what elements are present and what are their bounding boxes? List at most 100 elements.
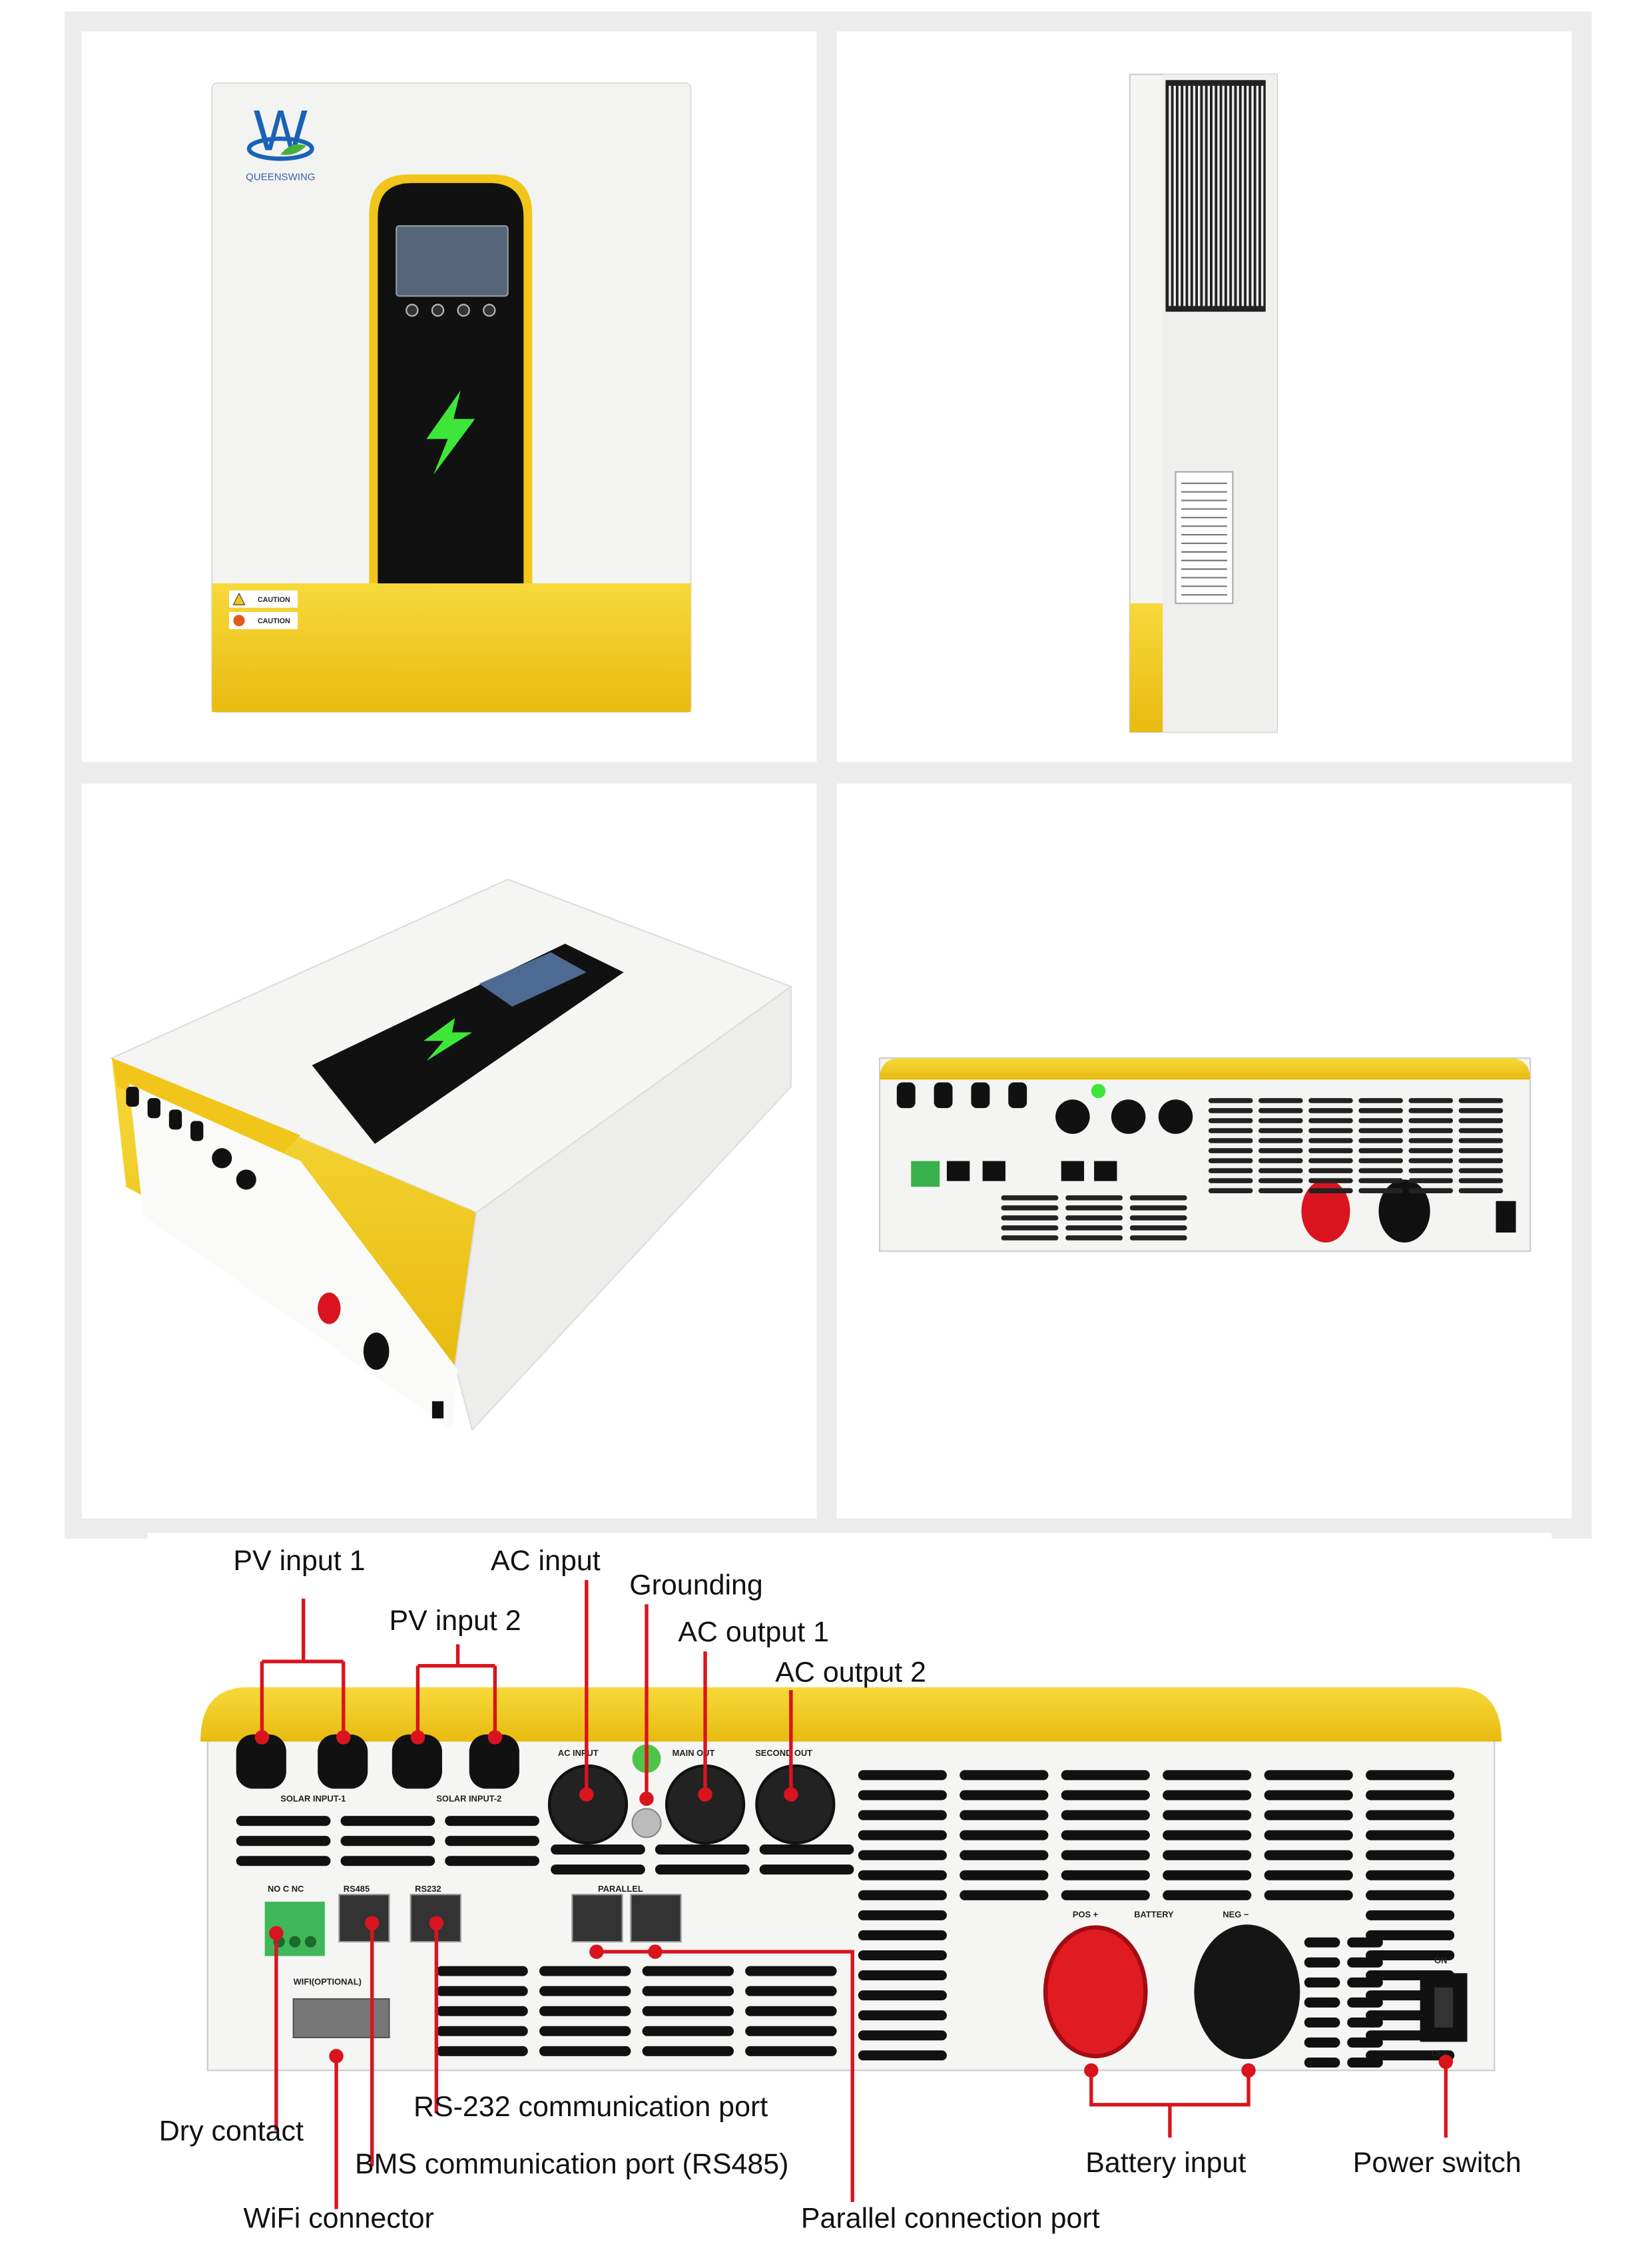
vent-slot xyxy=(1358,1098,1403,1103)
vent-slot xyxy=(340,1836,435,1846)
svg-text:RS232: RS232 xyxy=(415,1884,441,1894)
vent-slot xyxy=(1308,1148,1353,1153)
vent-slot xyxy=(1358,1108,1403,1113)
vent-slot xyxy=(1308,1158,1353,1163)
battery-negative-terminal xyxy=(1194,1924,1300,2060)
vent-slot xyxy=(858,1910,947,1920)
vent-slot xyxy=(1366,1770,1455,1781)
vent-slot xyxy=(551,1844,645,1855)
vent-slot xyxy=(858,1850,947,1860)
vent-slot xyxy=(1001,1195,1059,1201)
vent-slot xyxy=(858,1930,947,1940)
svg-text:NEG −: NEG − xyxy=(1223,1910,1248,1920)
vent-slot xyxy=(1061,1810,1150,1821)
vent-slot xyxy=(960,1770,1049,1781)
vent-slot xyxy=(1358,1188,1403,1193)
label-pv-input-2: PV input 2 xyxy=(389,1605,521,1637)
vent-slot xyxy=(858,2010,947,2021)
vent-slot xyxy=(1163,1770,1252,1781)
vent-slot xyxy=(642,2026,734,2036)
vent-slot xyxy=(858,1790,947,1801)
label-power-switch: Power switch xyxy=(1353,2147,1521,2179)
vent-slot xyxy=(1258,1128,1303,1133)
vent-slot xyxy=(1308,1188,1353,1193)
vent-slot xyxy=(1258,1118,1303,1123)
vent-slot xyxy=(445,1836,539,1846)
label-battery-input: Battery input xyxy=(1085,2147,1246,2179)
svg-text:CAUTION: CAUTION xyxy=(258,596,290,604)
label-grounding: Grounding xyxy=(629,1569,763,1601)
label-dry-contact: Dry contact xyxy=(159,2115,304,2147)
label-ac-output-1: AC output 1 xyxy=(678,1616,829,1648)
vent-slot xyxy=(1366,1830,1455,1840)
vent-slot xyxy=(1458,1168,1504,1173)
vent-slot xyxy=(1347,1957,1383,1968)
svg-text:POS +: POS + xyxy=(1073,1910,1098,1920)
parallel-port-1 xyxy=(571,1894,623,1943)
vent-slot xyxy=(1347,1937,1383,1948)
vent-slot xyxy=(1208,1138,1253,1143)
vent-slot xyxy=(642,1966,734,1976)
svg-text:W: W xyxy=(254,99,308,162)
vent-slot xyxy=(1208,1188,1253,1193)
iso-lightning-icon xyxy=(423,1017,473,1061)
vent-slot xyxy=(1208,1168,1253,1173)
vent-slot xyxy=(759,1864,854,1875)
vent-slot xyxy=(1065,1205,1123,1211)
vent-slot xyxy=(1061,1850,1150,1860)
vent-slot xyxy=(1366,1930,1455,1940)
vent-slot xyxy=(445,1856,539,1866)
vent-slot xyxy=(745,1966,837,1976)
vent-slot xyxy=(1163,1810,1252,1821)
vent-slot xyxy=(858,1830,947,1840)
vent-slot xyxy=(1163,1790,1252,1801)
vent-slot xyxy=(655,1864,750,1875)
vent-slot xyxy=(1408,1128,1454,1133)
svg-text:ON: ON xyxy=(1434,1955,1447,1965)
lightning-icon xyxy=(426,390,475,475)
vent-slot xyxy=(960,1850,1049,1860)
vent-slot xyxy=(1208,1158,1253,1163)
vent-slot xyxy=(858,2050,947,2061)
vent-slot xyxy=(1264,1790,1353,1801)
vent-slot xyxy=(1163,1850,1252,1860)
vent-slot xyxy=(1065,1215,1123,1221)
vent-slot xyxy=(1163,1890,1252,1900)
svg-text:PARALLEL: PARALLEL xyxy=(598,1884,643,1894)
inverter-front-view: W QUEENSWING CAUTION CAUTION xyxy=(211,82,692,713)
vent-slot xyxy=(1347,1997,1383,2008)
vent-slot xyxy=(960,1810,1049,1821)
wifi-db9-connector xyxy=(292,1998,390,2039)
vent-slot xyxy=(1366,2050,1455,2061)
vent-slot xyxy=(340,1856,435,1866)
vent-slot xyxy=(1304,1997,1340,2008)
vent-slot xyxy=(1358,1128,1403,1133)
vent-slot xyxy=(1366,1890,1455,1900)
vent-slot xyxy=(960,1890,1049,1900)
vent-slot xyxy=(1458,1128,1504,1133)
vent-slot xyxy=(1258,1108,1303,1113)
vent-slot xyxy=(1264,1870,1353,1880)
vent-slot xyxy=(1308,1178,1353,1183)
vent-slot xyxy=(655,1844,750,1855)
vent-slot xyxy=(436,2026,528,2036)
vent-slot xyxy=(1458,1118,1504,1123)
vent-slot xyxy=(1358,1178,1403,1183)
vent-slot xyxy=(1347,2037,1383,2048)
pv1-positive-connector xyxy=(236,1734,286,1789)
grounding-screw xyxy=(631,1808,662,1838)
vent-slot xyxy=(1358,1138,1403,1143)
vent-slot xyxy=(1408,1178,1454,1183)
vent-slot xyxy=(1129,1205,1187,1211)
vent-slot xyxy=(1458,1178,1504,1183)
vent-slot xyxy=(1458,1188,1504,1193)
vent-slot xyxy=(1001,1235,1059,1241)
vent-slot xyxy=(1408,1188,1454,1193)
side-vent xyxy=(1165,80,1266,312)
vent-slot xyxy=(1308,1138,1353,1143)
vent-slot xyxy=(436,1966,528,1976)
vent-slot xyxy=(1258,1138,1303,1143)
vent-slot xyxy=(340,1816,435,1826)
vent-slot xyxy=(436,2046,528,2056)
vent-slot xyxy=(1347,2017,1383,2028)
